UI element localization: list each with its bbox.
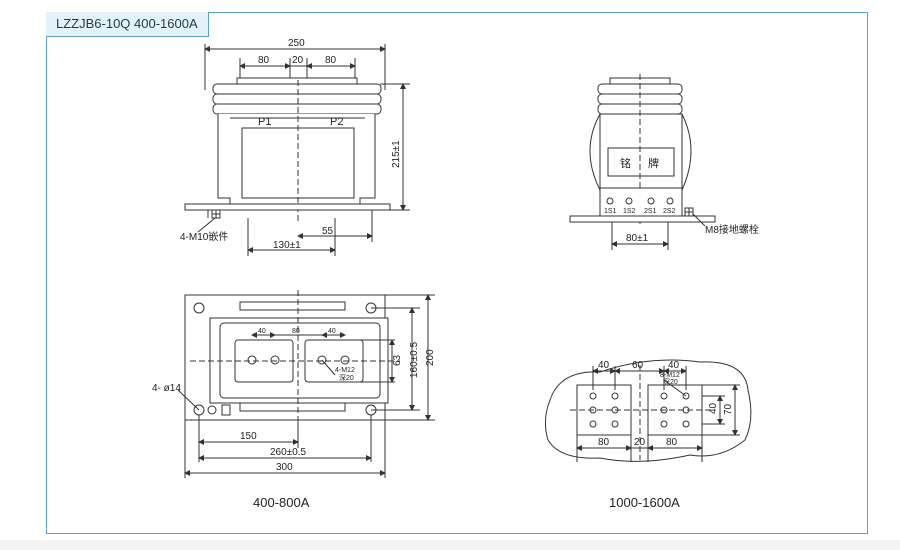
dim-215: 215±1 <box>391 140 402 168</box>
hole-m12-label: 4-M12 <box>335 367 355 374</box>
terminal-p2: P2 <box>330 116 343 128</box>
dim-80-left: 80 <box>258 55 270 66</box>
caption-1000-1600a: 1000-1600A <box>609 495 680 510</box>
side-view <box>569 74 716 250</box>
terminal-2s2: 2S2 <box>663 208 676 215</box>
side-view-labels: 铭 牌 1S1 1S2 2S1 2S2 80±1 M8接地螺栓 <box>604 156 759 244</box>
dim-150: 150 <box>240 431 257 442</box>
hole-m12-detail-label: 8-M12 <box>660 372 680 379</box>
nameplate-char-1: 铭 <box>620 156 631 170</box>
dim-63: 63 <box>392 354 403 366</box>
dim-80-right: 80 <box>325 55 337 66</box>
hole-depth-label: 深20 <box>339 373 354 382</box>
dim-80-top: 80 <box>292 328 300 335</box>
dim-250: 250 <box>288 38 305 49</box>
mount-hole-label: 4- ø14 <box>152 383 181 394</box>
caption-400-800a: 400-800A <box>253 495 310 510</box>
top-view-labels: 40 80 40 4-M12 深20 63 160±0.5 200 4- ø14… <box>152 328 436 473</box>
dim-40-detail-vertical: 40 <box>708 402 719 414</box>
front-view-labels: 250 80 20 80 P1 P2 215±1 4-M10嵌件 130±1 5… <box>180 38 402 251</box>
dim-40-detail-a: 40 <box>598 360 610 371</box>
front-view <box>184 44 410 256</box>
dim-80-detail-a: 80 <box>598 437 610 448</box>
terminal-2s1: 2S1 <box>644 208 657 215</box>
dim-40-detail-b: 40 <box>668 360 680 371</box>
terminal-1s2: 1S2 <box>623 208 636 215</box>
detail-view <box>544 359 752 462</box>
dim-40b-top: 40 <box>328 328 336 335</box>
detail-view-labels: 40 60 40 8-M12 深20 40 70 80 20 80 <box>598 360 734 448</box>
dim-40-top: 40 <box>258 328 266 335</box>
terminal-p1: P1 <box>258 116 271 128</box>
dim-80-detail-b: 80 <box>666 437 678 448</box>
nameplate-char-2: 牌 <box>648 156 659 170</box>
dim-20: 20 <box>292 55 304 66</box>
dim-20-detail: 20 <box>634 437 646 448</box>
terminal-1s1: 1S1 <box>604 208 617 215</box>
top-view <box>177 290 435 478</box>
dim-55: 55 <box>322 226 334 237</box>
drawing-title: LZZJB6-10Q 400-1600A <box>46 12 209 37</box>
dim-160: 160±0.5 <box>409 341 420 378</box>
dim-80-side: 80±1 <box>626 233 649 244</box>
dim-300: 300 <box>276 462 293 473</box>
dim-260: 260±0.5 <box>270 447 307 458</box>
dim-130: 130±1 <box>273 240 301 251</box>
m8-ground-bolt-label: M8接地螺栓 <box>705 223 759 236</box>
dim-70-detail: 70 <box>723 403 734 415</box>
m10-insert-label: 4-M10嵌件 <box>180 231 228 243</box>
dim-60-detail: 60 <box>632 360 644 371</box>
page-footer-strip <box>0 540 900 550</box>
hole-depth-detail-label: 深20 <box>663 377 678 386</box>
dim-200: 200 <box>425 349 436 366</box>
